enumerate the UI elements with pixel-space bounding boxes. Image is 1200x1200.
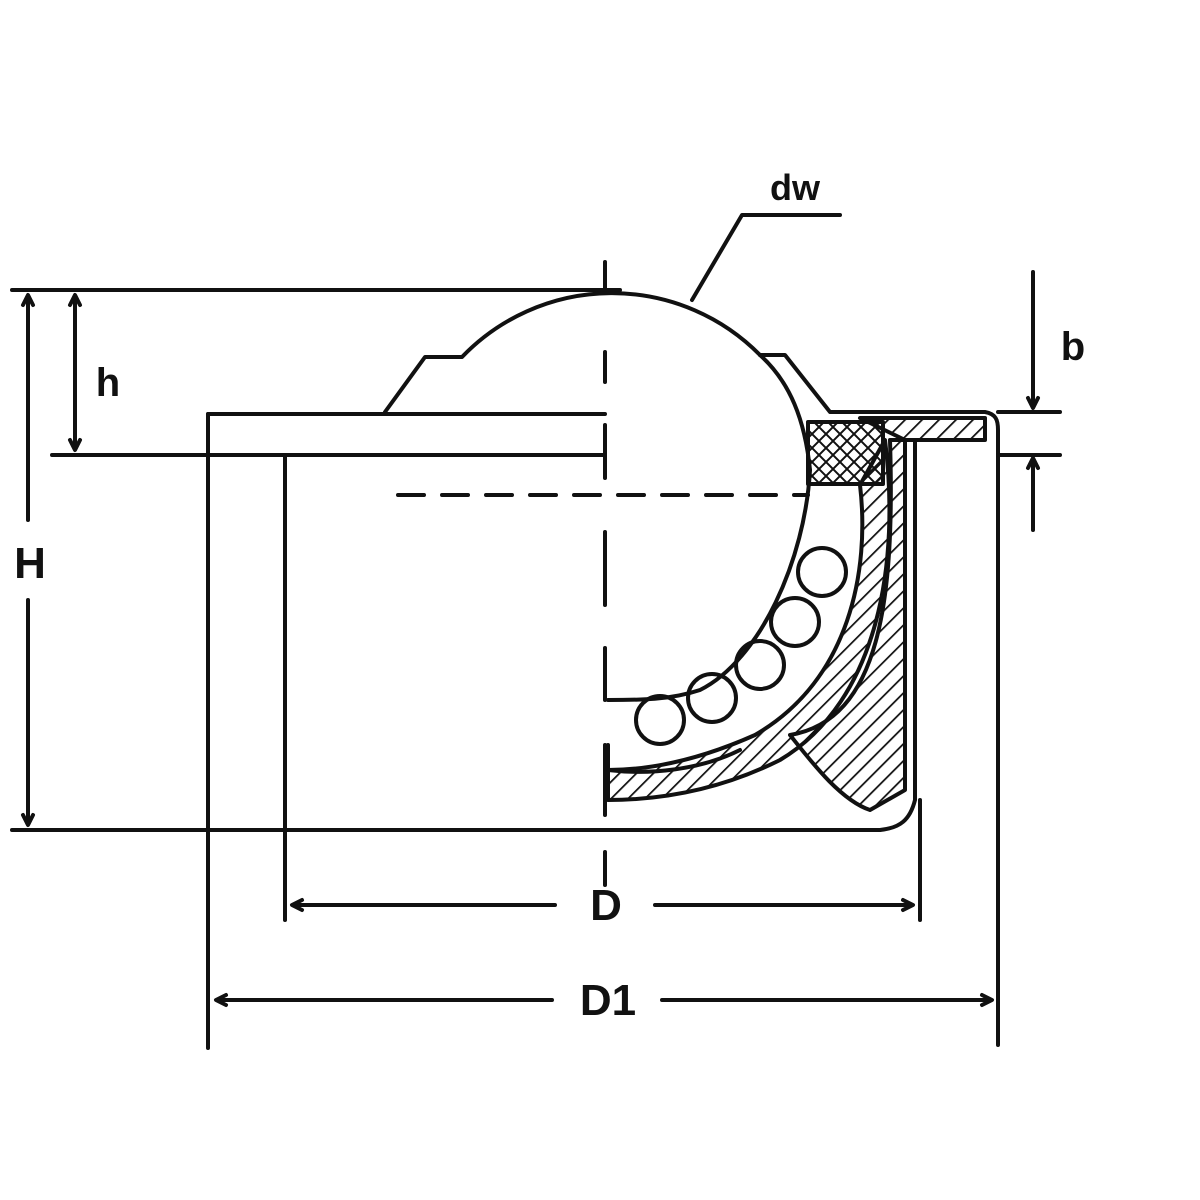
D-dimension-line	[290, 898, 915, 912]
D1-dimension-line	[214, 993, 994, 1007]
label-H: H	[14, 539, 46, 588]
label-dw: dw	[770, 167, 821, 208]
support-balls	[634, 546, 848, 746]
flange-outline	[50, 412, 607, 1050]
right-flange	[758, 353, 1062, 1047]
label-h: h	[96, 361, 120, 405]
label-D: D	[590, 881, 622, 930]
h-dimension-line	[68, 293, 82, 452]
label-b: b	[1061, 325, 1085, 369]
ball-cup-section	[606, 416, 987, 812]
label-D1: D1	[580, 976, 636, 1025]
dw-leader	[690, 213, 842, 302]
housing-bottom	[10, 438, 922, 922]
b-dimension-line	[1026, 270, 1040, 532]
H-dimension-line	[21, 293, 35, 827]
